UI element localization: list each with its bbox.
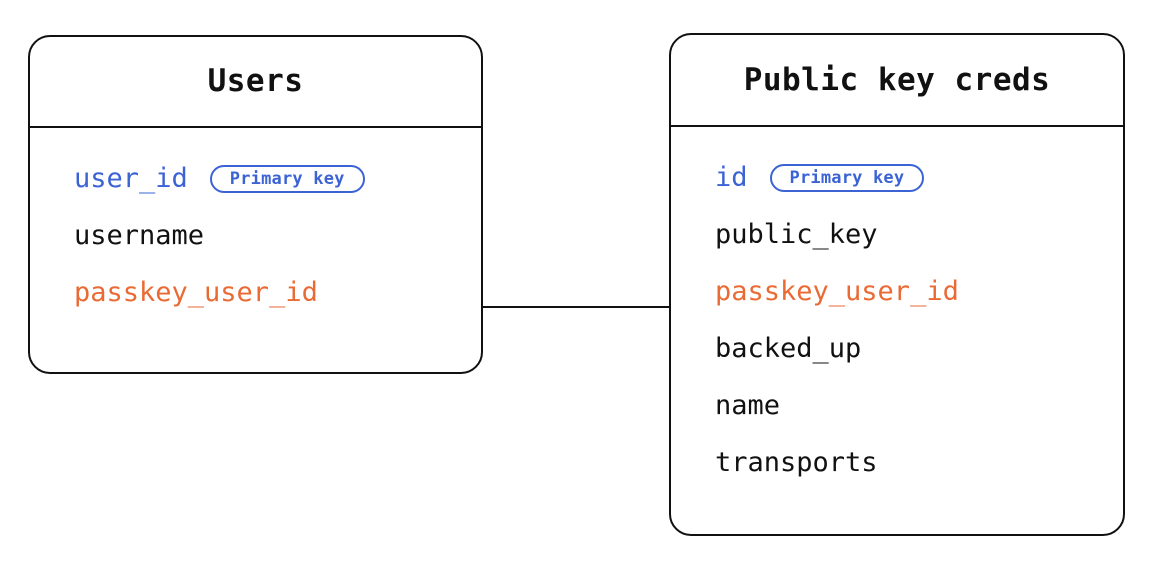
field-row-transports[interactable]: transports	[715, 448, 1123, 478]
relationship-line-users-to-public-key-creds	[482, 306, 671, 308]
field-row-name[interactable]: name	[715, 391, 1123, 421]
field-name-public-key: public_key	[715, 219, 878, 250]
field-name-backed-up: backed_up	[715, 333, 862, 364]
entity-header-public-key-creds: Public key creds	[671, 35, 1123, 127]
field-row-user-id[interactable]: user_id Primary key	[74, 164, 481, 194]
field-row-id[interactable]: id Primary key	[715, 163, 1123, 193]
entity-card-users[interactable]: Users user_id Primary key username passk…	[28, 35, 483, 374]
field-row-passkey-user-id[interactable]: passkey_user_id	[74, 278, 481, 308]
primary-key-badge: Primary key	[769, 164, 925, 192]
field-row-username[interactable]: username	[74, 221, 481, 251]
entity-title-users: Users	[207, 63, 304, 99]
field-name-name: name	[715, 390, 781, 421]
field-row-passkey-user-id[interactable]: passkey_user_id	[715, 277, 1123, 307]
field-name-passkey-user-id: passkey_user_id	[715, 276, 959, 307]
field-name-passkey-user-id: passkey_user_id	[74, 277, 318, 308]
field-row-public-key[interactable]: public_key	[715, 220, 1123, 250]
entity-header-users: Users	[30, 37, 481, 128]
entity-title-public-key-creds: Public key creds	[743, 61, 1051, 98]
field-name-id: id	[715, 162, 748, 193]
field-row-backed-up[interactable]: backed_up	[715, 334, 1123, 364]
entity-card-public-key-creds[interactable]: Public key creds id Primary key public_k…	[669, 33, 1125, 536]
primary-key-badge: Primary key	[209, 165, 365, 193]
field-name-transports: transports	[715, 447, 878, 478]
entity-field-list-public-key-creds: id Primary key public_key passkey_user_i…	[671, 127, 1123, 478]
field-name-user-id: user_id	[74, 163, 188, 194]
field-name-username: username	[74, 220, 205, 251]
entity-field-list-users: user_id Primary key username passkey_use…	[30, 128, 481, 308]
